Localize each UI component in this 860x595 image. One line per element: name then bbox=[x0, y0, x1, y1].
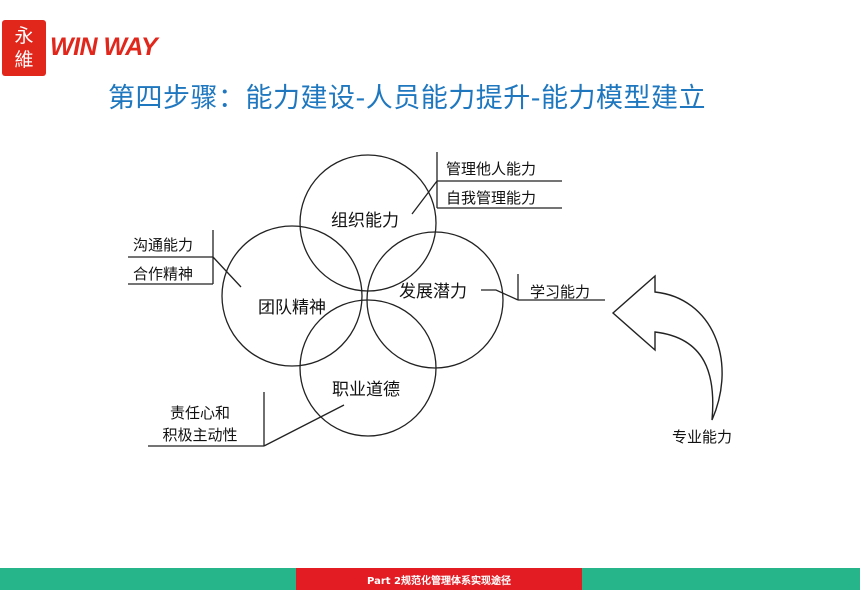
circle-ethics bbox=[299, 299, 437, 437]
brand-logo: 永 維 bbox=[2, 20, 46, 76]
callout-potential-bracket bbox=[481, 274, 605, 301]
callout-team-bracket bbox=[128, 230, 242, 288]
callout-potential-item-1: 学习能力 bbox=[530, 283, 590, 301]
slide-title: 第四步骤：能力建设-人员能力提升-能力模型建立 bbox=[108, 83, 706, 114]
arrow-label: 专业能力 bbox=[672, 428, 732, 446]
logo-char-bottom: 維 bbox=[14, 49, 34, 71]
circle-label-org: 组织能力 bbox=[331, 211, 399, 231]
callout-ethics-bracket bbox=[148, 392, 345, 447]
callout-team-item-2: 合作精神 bbox=[133, 265, 193, 283]
circle-label-potential: 发展潜力 bbox=[399, 282, 467, 302]
curved-arrow-icon bbox=[611, 274, 723, 421]
callout-org-item-2: 自我管理能力 bbox=[446, 189, 536, 207]
circle-label-team: 团队精神 bbox=[258, 298, 326, 318]
callout-org-item-1: 管理他人能力 bbox=[446, 160, 536, 178]
footer-label: Part 2规范化管理体系实现途径 bbox=[296, 568, 582, 590]
callout-team-item-1: 沟通能力 bbox=[133, 236, 193, 254]
circle-label-ethics: 职业道德 bbox=[332, 380, 400, 400]
callout-org-bracket bbox=[411, 152, 562, 215]
brand-name: WIN WAY bbox=[50, 33, 158, 61]
circle-team bbox=[221, 225, 363, 367]
callout-ethics-item-2: 积极主动性 bbox=[162, 426, 237, 444]
callout-ethics-item-1: 责任心和 bbox=[170, 404, 230, 422]
logo-char-top: 永 bbox=[14, 25, 34, 47]
